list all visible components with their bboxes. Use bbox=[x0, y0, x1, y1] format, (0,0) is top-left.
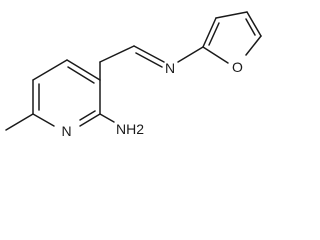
pyridine-bond-c4-c3 bbox=[66, 59, 101, 81]
furan-bond-c2-c3 bbox=[202, 17, 217, 48]
chemical-structure-diagram: N NH2 N O bbox=[5, 11, 262, 139]
pyridine-double-bond-c3-c4 bbox=[67, 66, 95, 84]
pyridine-bond-c2-n1 bbox=[79, 113, 101, 127]
imine-double-bond-inner bbox=[135, 52, 163, 68]
pyridine-ring bbox=[32, 59, 101, 127]
imine-double-bond-outer bbox=[133, 45, 165, 63]
pyridine-nitrogen-label: N bbox=[62, 123, 72, 139]
amine-label: NH2 bbox=[116, 121, 144, 137]
linker-bond-ch-c bbox=[99, 45, 135, 63]
furan-bond-c4-c5 bbox=[246, 11, 262, 37]
imine-furan-bond bbox=[177, 46, 204, 63]
methyl-bond bbox=[5, 113, 34, 131]
pyridine-double-bond-c2-n1 bbox=[79, 110, 96, 121]
amine-bond bbox=[99, 113, 115, 123]
furan-bond-c3-c4 bbox=[215, 11, 248, 19]
pyridine-bond-c5-c4 bbox=[32, 59, 68, 81]
furan-oxygen-label: O bbox=[232, 59, 243, 75]
furan-double-bond-c4-c5 bbox=[245, 18, 256, 36]
imine-nitrogen-label: N bbox=[165, 60, 175, 76]
furan-ring bbox=[202, 11, 262, 64]
furan-double-bond-c2-c3 bbox=[208, 22, 220, 46]
furan-bond-c5-o bbox=[245, 35, 262, 56]
pyridine-bond-n1-c6 bbox=[32, 113, 55, 127]
furan-bond-o-c2 bbox=[202, 46, 229, 64]
